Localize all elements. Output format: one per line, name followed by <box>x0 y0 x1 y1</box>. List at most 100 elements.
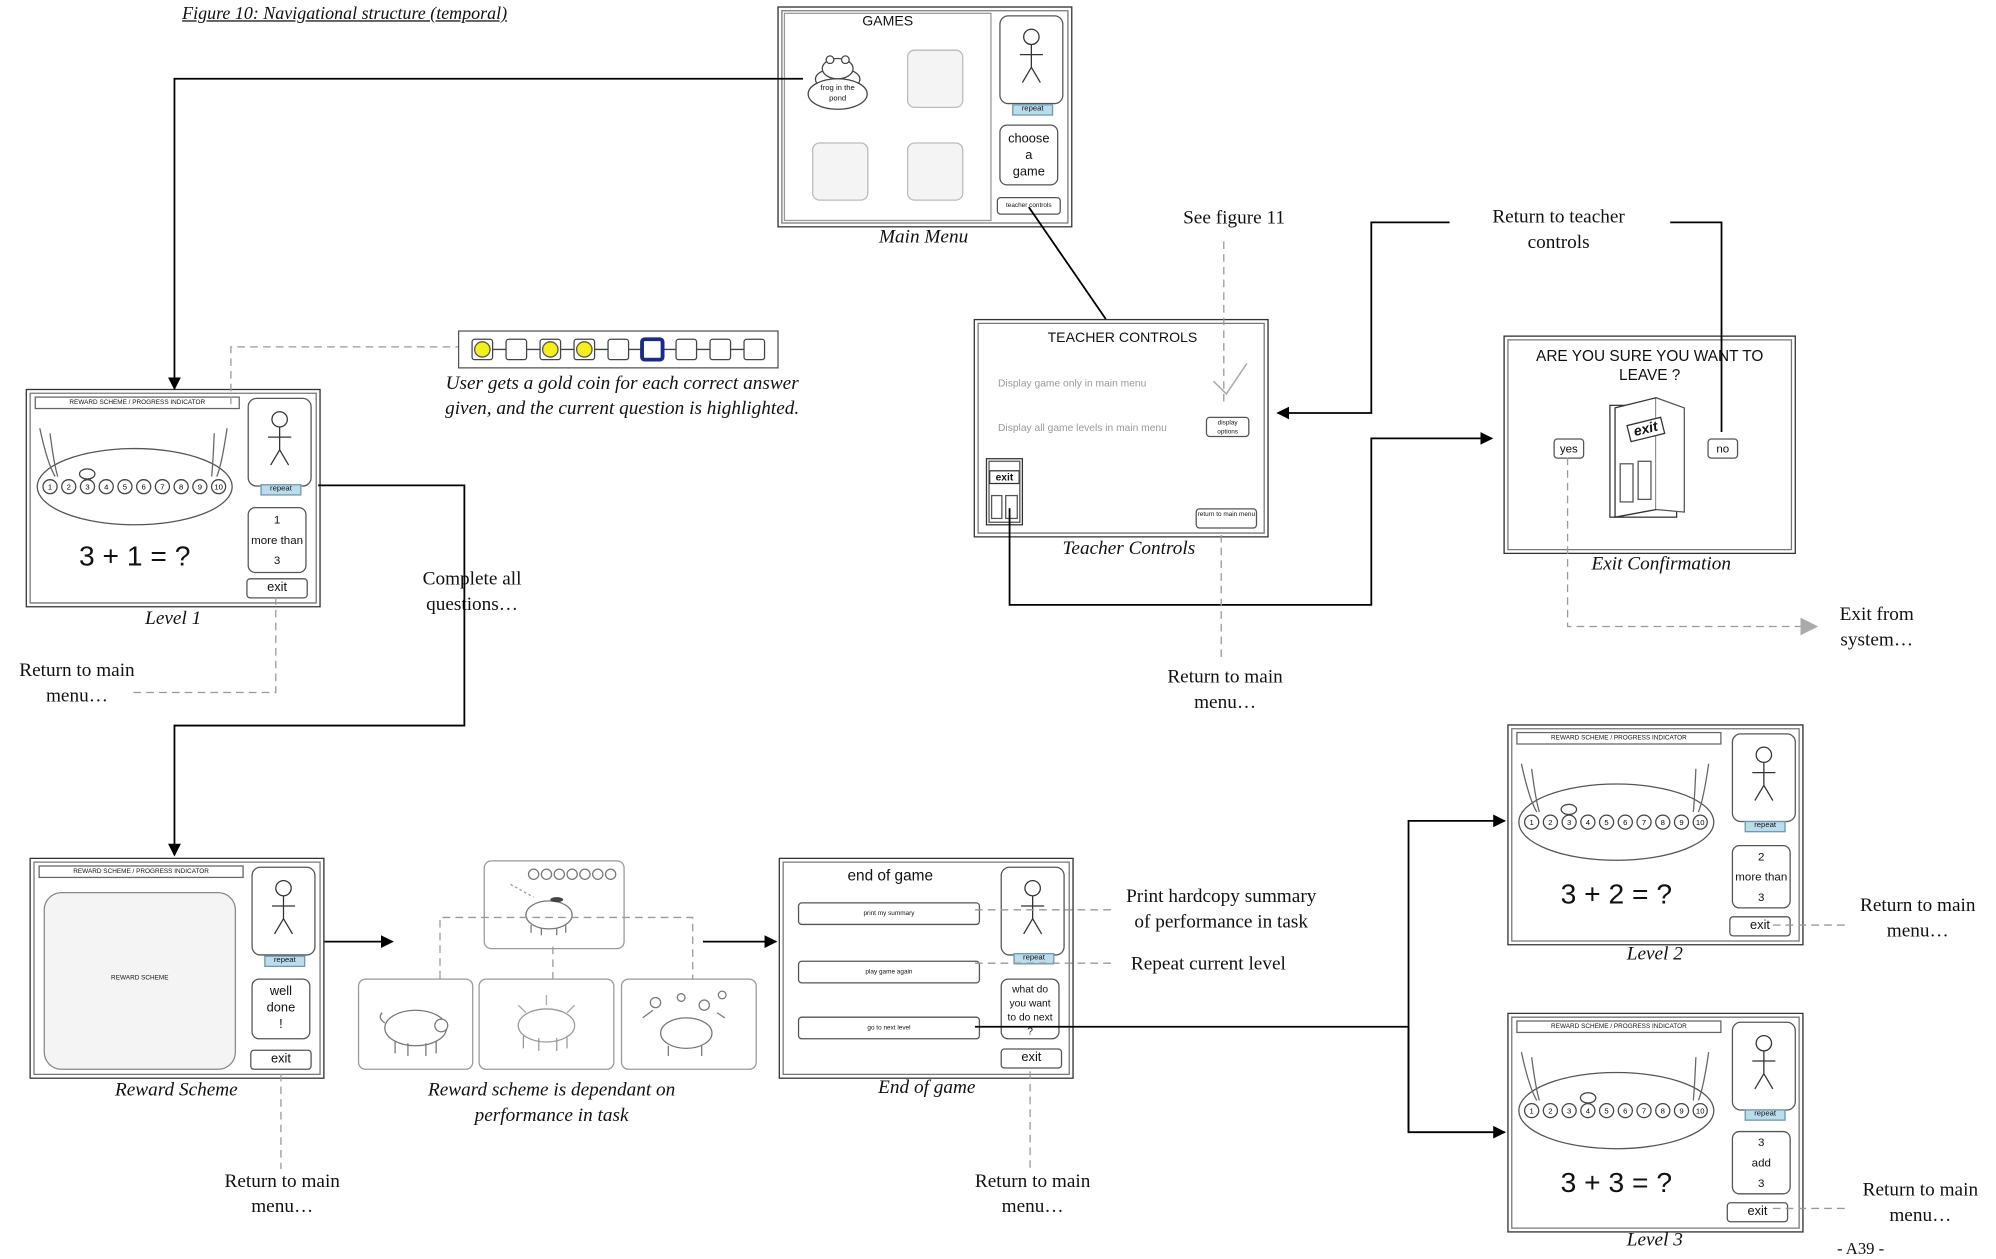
lily-pad-icon <box>1655 814 1671 830</box>
exit-button[interactable]: exit <box>250 1049 312 1070</box>
door-exit-label: exit <box>989 470 1020 485</box>
repeat-button[interactable]: repeat <box>260 484 302 496</box>
answer-card[interactable]: 3 add 3 <box>1731 1130 1791 1195</box>
prompt-line: you want <box>1009 997 1051 1009</box>
lily-pad-icon <box>1561 1102 1577 1119</box>
teacher-controls-button[interactable]: teacher controls <box>996 196 1061 215</box>
note-line: performance in task <box>474 1105 629 1126</box>
note-line: Return to main <box>224 1171 340 1192</box>
reward-scheme-screen: REWARD SCHEME / PROGRESS INDICATOR REWAR… <box>29 857 325 1079</box>
lily-pad-icon <box>1692 1102 1708 1119</box>
question-text: 3 + 1 = ? <box>78 540 191 572</box>
prompt-line: choose <box>1008 132 1050 147</box>
display-options-button[interactable]: display options <box>1205 416 1250 438</box>
gold-coin-icon <box>541 341 559 358</box>
lily-pad-icon <box>1598 814 1615 830</box>
gold-coin-icon <box>473 341 491 358</box>
exit-system-note: Exit from system… <box>1806 602 1947 653</box>
progress-note-line: given, and the current question is highl… <box>445 398 800 420</box>
return-main-menu-button[interactable]: return to main menu <box>1195 508 1258 529</box>
piggy-bank-panel <box>357 978 474 1070</box>
lily-pad-icon <box>1542 814 1559 830</box>
return-main-note: Return to main menu… <box>956 1169 1110 1220</box>
answer-line: more than <box>251 533 304 547</box>
praise-line: ! <box>279 1017 283 1032</box>
lily-pad-number: 7 <box>160 483 164 492</box>
teacher-controls-heading: TEACHER CONTROLS <box>1047 330 1198 346</box>
repeat-button[interactable]: repeat <box>1744 820 1786 833</box>
note-line: menu… <box>1194 692 1257 713</box>
option-all-levels[interactable]: Display all game levels in main menu <box>998 421 1167 434</box>
piggy-bank-icon <box>379 1009 449 1056</box>
next-level-button[interactable]: go to next level <box>797 1016 981 1040</box>
lily-pad-icon <box>98 479 114 495</box>
note-line: menu… <box>251 1196 314 1218</box>
end-of-game-heading: end of game <box>847 866 934 885</box>
note-line: Return to main <box>19 660 135 682</box>
reed-icon <box>49 433 59 477</box>
answer-card[interactable]: 1 more than 3 <box>247 507 307 574</box>
answer-card[interactable]: 2 more than 3 <box>1731 845 1791 909</box>
lily-pad-number: 4 <box>1586 818 1591 827</box>
reed-icon <box>1531 1057 1540 1101</box>
frog-game-tile[interactable]: frog in the pond <box>804 48 871 114</box>
avatar-panel <box>1731 733 1796 823</box>
empty-game-tile[interactable] <box>906 49 964 109</box>
lily-pad-number: 10 <box>1696 1107 1705 1116</box>
avatar-panel <box>247 397 312 487</box>
level3-caption: Level 3 <box>1626 1230 1683 1251</box>
note-line: Return to main <box>974 1171 1091 1192</box>
lily-pad-number: 6 <box>142 483 146 492</box>
answer-line: 3 <box>273 554 281 567</box>
option-game-only[interactable]: Display game only in main menu <box>998 377 1147 389</box>
note-line: of performance in task <box>1134 912 1309 933</box>
print-summary-note: Print hardcopy summary of performance in… <box>1106 884 1337 935</box>
piggy-bank-panel <box>620 978 757 1070</box>
answer-line: add <box>1751 1156 1771 1170</box>
note-line: Return to teacher <box>1492 207 1625 228</box>
exit-question: ARE YOU SURE YOU WANT TO LEAVE ? <box>1515 347 1784 385</box>
lily-pad-icon <box>1580 1102 1596 1119</box>
exit-button[interactable]: exit <box>246 578 308 599</box>
repeat-button[interactable]: repeat <box>1013 953 1055 965</box>
checkmark-icon <box>1211 361 1249 399</box>
print-summary-button[interactable]: print my summary <box>797 902 981 926</box>
prompt-line: a <box>1025 148 1033 163</box>
note-line: menu… <box>1001 1196 1064 1218</box>
reed-icon <box>216 428 228 477</box>
empty-game-tile[interactable] <box>812 142 869 201</box>
repeat-button[interactable]: repeat <box>1012 104 1054 116</box>
exit-button[interactable]: exit <box>1726 1202 1789 1223</box>
answer-line: more than <box>1735 870 1788 884</box>
note-line: Print hardcopy summary <box>1126 886 1317 908</box>
note-line: menu… <box>45 686 108 707</box>
lily-pad-icon <box>1636 1102 1652 1119</box>
praise-card: well done ! <box>251 978 311 1040</box>
lily-pad-icon <box>117 479 133 495</box>
reed-icon <box>1531 768 1540 813</box>
repeat-button[interactable]: repeat <box>264 955 306 968</box>
repeat-button[interactable]: repeat <box>1744 1109 1786 1121</box>
end-of-game-screen: end of game print my summary play game a… <box>778 857 1074 1079</box>
exit-button[interactable]: exit <box>1729 916 1791 937</box>
exit-door-button[interactable]: exit <box>985 457 1024 526</box>
frog-icon <box>1560 803 1578 816</box>
lily-pad-number: 10 <box>214 483 223 492</box>
lily-pad-number: 2 <box>67 483 71 492</box>
answer-line: 3 <box>1758 1136 1765 1149</box>
no-button[interactable]: no <box>1707 438 1739 459</box>
note-line: system… <box>1840 630 1914 651</box>
play-again-button[interactable]: play game again <box>797 960 981 984</box>
empty-game-tile[interactable] <box>906 142 964 201</box>
exit-button[interactable]: exit <box>1000 1048 1063 1069</box>
lily-pad-icon <box>42 479 58 495</box>
piggy-bank-top-panel <box>483 860 625 950</box>
yes-button[interactable]: yes <box>1553 438 1585 459</box>
reward-panel: REWARD SCHEME <box>43 892 237 1070</box>
avatar-panel <box>999 15 1064 105</box>
